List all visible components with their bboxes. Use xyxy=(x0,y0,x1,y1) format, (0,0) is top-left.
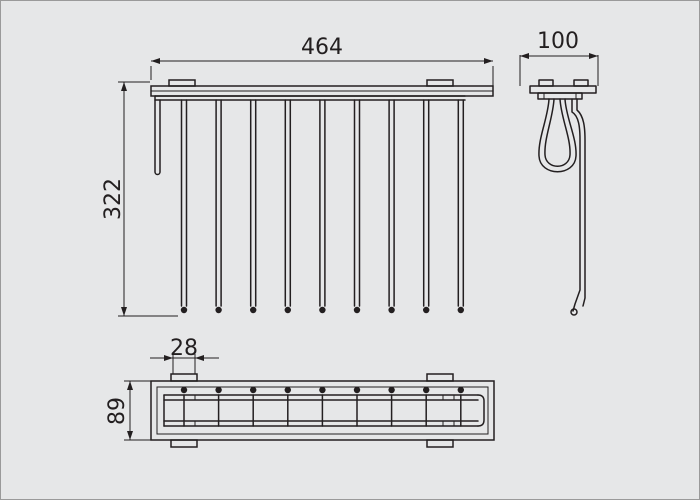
frame-depth-dimension: 89 xyxy=(105,380,151,441)
front-hook xyxy=(422,99,430,314)
front-left-side-wire xyxy=(154,95,161,176)
front-hook xyxy=(215,99,222,314)
front-hook xyxy=(180,99,188,314)
front-view xyxy=(150,79,494,314)
height-dimension-label: 322 xyxy=(101,178,126,220)
hook-spacing-dimension: 28 xyxy=(150,336,219,374)
width-dimension-label: 464 xyxy=(301,35,343,60)
top-hook xyxy=(353,386,361,427)
front-hook xyxy=(388,99,395,314)
hook-spacing-label: 28 xyxy=(170,336,198,361)
top-hooks xyxy=(180,386,464,427)
top-hook xyxy=(215,386,222,427)
front-hook xyxy=(319,99,326,314)
top-hook xyxy=(388,386,395,427)
top-view xyxy=(150,373,495,448)
width-dimension: 464 xyxy=(150,35,494,86)
top-hook xyxy=(319,386,326,427)
side-mounting-plate xyxy=(529,79,597,100)
top-hook xyxy=(423,386,430,427)
front-hook xyxy=(284,99,292,314)
front-dimensions: 464 322 xyxy=(101,35,494,317)
front-hook xyxy=(249,99,257,314)
height-dimension: 322 xyxy=(101,81,178,317)
front-hooks xyxy=(180,99,465,314)
side-dimensions: 100 xyxy=(519,29,599,86)
front-hook xyxy=(353,99,361,314)
top-hook xyxy=(250,386,257,427)
side-hanger-wire xyxy=(570,98,586,316)
top-hook xyxy=(180,386,188,427)
front-hook xyxy=(457,99,465,314)
side-loop-wire xyxy=(538,98,577,173)
depth-dimension-label: 100 xyxy=(537,29,579,54)
top-hook xyxy=(284,386,291,427)
top-dimensions: 28 89 xyxy=(105,336,219,441)
top-hook xyxy=(457,386,464,427)
depth-dimension: 100 xyxy=(519,29,599,86)
top-mounting-plates xyxy=(170,373,455,448)
front-top-rail xyxy=(150,79,494,101)
side-view xyxy=(529,79,597,316)
frame-depth-label: 89 xyxy=(105,397,130,425)
